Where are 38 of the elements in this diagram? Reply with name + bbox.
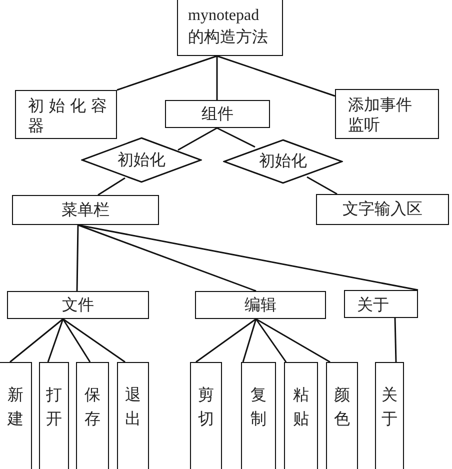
process-box: 复制 (241, 362, 276, 469)
process-box: mynotepad 的构造方法 (177, 0, 283, 56)
process-box: 粘贴 (284, 362, 318, 469)
connector-line (178, 127, 218, 151)
connector-line (242, 318, 257, 362)
process-box: 关于 (375, 362, 404, 469)
process-box: 初始化容器 (15, 90, 117, 139)
connector-line (216, 127, 256, 148)
process-box: 关于 (344, 290, 418, 318)
connector-line (255, 318, 287, 362)
connector-line (62, 318, 126, 363)
process-box: 新建 (0, 362, 32, 469)
process-box: 打开 (39, 362, 69, 469)
process-box: 添加事件监听 (335, 89, 439, 139)
process-box: 文字输入区 (316, 194, 449, 225)
process-box: 编辑 (195, 291, 326, 319)
connector-line (256, 318, 330, 363)
connector-line (76, 224, 79, 292)
connector-line (78, 224, 256, 292)
process-box: 文件 (7, 291, 149, 319)
connector-line (216, 56, 218, 100)
connector-line (306, 176, 338, 195)
connector-line (216, 55, 336, 97)
connector-line (394, 318, 397, 362)
connector-line (62, 318, 91, 362)
connector-line (196, 318, 256, 363)
process-box: 退出 (117, 362, 149, 469)
decision-diamond: 初始化 (81, 137, 202, 183)
connector-line (116, 55, 218, 91)
process-box: 组件 (165, 100, 270, 128)
process-box: 保存 (76, 362, 109, 469)
process-box: 菜单栏 (12, 195, 159, 225)
process-box: 剪切 (190, 362, 222, 469)
connector-line (98, 177, 126, 196)
decision-diamond: 初始化 (223, 139, 343, 184)
process-box: 颜色 (326, 362, 358, 469)
connector-line (47, 318, 64, 362)
connector-line (10, 318, 64, 363)
